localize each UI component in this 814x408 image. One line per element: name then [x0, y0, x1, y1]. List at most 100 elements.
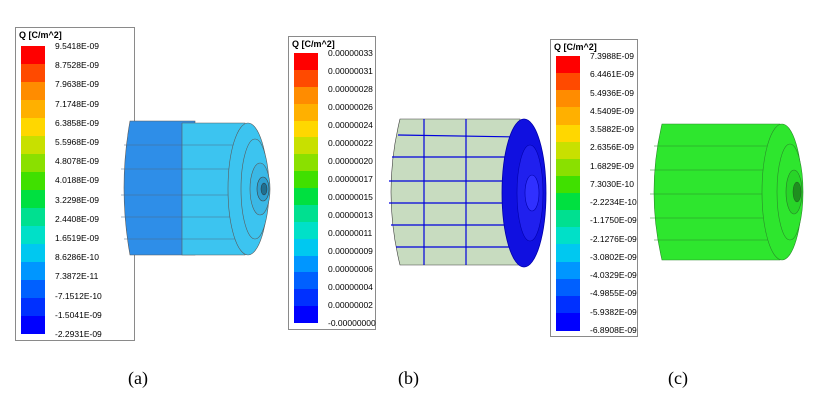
legend-label: 7.3872E-11	[55, 271, 99, 282]
legend-swatch	[21, 226, 45, 244]
legend-label: 0.00000011	[328, 228, 373, 238]
legend-label: -4.9855E-09	[590, 288, 637, 299]
legend-swatch	[294, 53, 318, 70]
legend-label: 1.6519E-09	[55, 233, 99, 243]
legend-label: 0.00000009	[328, 246, 373, 256]
panel-a: Q [C/m^2] 9.5418E-09 8.7528E-09 7.9638E-09…	[0, 0, 290, 408]
legend-swatch	[294, 86, 318, 104]
legend-swatch	[556, 175, 580, 194]
legend-label: 0.00000024	[328, 120, 373, 130]
legend-swatch	[21, 208, 45, 226]
cylinder-model-c	[650, 123, 804, 261]
legend-swatch	[21, 190, 45, 208]
legend-label: 2.4408E-09	[55, 213, 99, 224]
legend-swatch	[294, 204, 318, 222]
legend-label: 0.00000015	[328, 192, 373, 202]
legend-swatch	[556, 244, 580, 263]
legend-label: 7.1748E-09	[55, 98, 99, 109]
legend-swatch	[21, 316, 45, 334]
legend-label: 0.00000022	[328, 138, 373, 148]
legend-label: -7.1512E-10	[55, 290, 102, 301]
legend-swatch	[21, 82, 45, 100]
legend-label: 0.00000031	[328, 66, 373, 76]
legend-swatch	[21, 100, 45, 118]
legend-label: 0.00000004	[328, 282, 373, 292]
caption-a: (a)	[128, 368, 148, 388]
legend-label: 0.00000020	[328, 156, 373, 166]
cylinder-model-b	[389, 118, 547, 268]
legend-swatch	[21, 154, 45, 172]
legend-swatch	[294, 171, 318, 189]
legend-swatch	[556, 56, 580, 74]
legend-label: 7.3988E-09	[590, 51, 634, 61]
legend-label: 5.4936E-09	[590, 87, 634, 98]
legend-swatch	[21, 280, 45, 298]
legend-swatch	[294, 188, 318, 205]
legend-label: -1.5041E-09	[55, 309, 102, 320]
legend-swatch	[556, 295, 580, 314]
legend-label: 0.00000002	[328, 300, 373, 310]
legend-label: 3.5882E-09	[590, 124, 634, 135]
legend-swatch	[21, 298, 45, 316]
legend-swatch	[21, 244, 45, 262]
legend-swatch	[556, 90, 580, 109]
legend-label: 9.5418E-09	[55, 41, 99, 51]
legend-label: 0.00000026	[328, 102, 373, 112]
legend-label: -0.00000000	[328, 318, 376, 328]
legend-swatch	[294, 238, 318, 256]
legend-label: 8.6286E-10	[55, 252, 99, 263]
legend-label: 5.5968E-09	[55, 137, 99, 147]
legend-swatch	[294, 103, 318, 121]
panel-c: Q [C/m^2] 7.3988E-09 6.4461E-09 5.4936E-09…	[540, 0, 814, 408]
legend-label: 0.00000013	[328, 210, 373, 220]
legend-label: 4.5409E-09	[590, 105, 634, 116]
legend-label: 0.00000017	[328, 174, 373, 184]
legend-swatch	[21, 136, 45, 154]
legend-title: Q [C/m^2]	[19, 30, 62, 40]
legend-label: 6.4461E-09	[590, 69, 634, 80]
legend-swatch	[294, 137, 318, 155]
legend-swatch	[556, 73, 580, 92]
legend-swatch	[556, 141, 580, 160]
legend-label: -1.1750E-09	[590, 215, 637, 226]
legend-title: Q [C/m^2]	[292, 39, 335, 49]
legend-label: -4.0329E-09	[590, 270, 637, 281]
legend-label: -6.8908E-09	[590, 325, 637, 335]
legend-swatch	[294, 306, 318, 324]
legend-swatch	[294, 221, 318, 239]
legend-label: -3.0802E-09	[590, 251, 637, 262]
legend-label: 4.8078E-09	[55, 156, 99, 167]
legend-label: -2.2234E-10	[590, 197, 637, 208]
color-scale: 9.5418E-09 8.7528E-09 7.9638E-09 7.1748E-09…	[21, 41, 102, 339]
color-scale: 7.3988E-09 6.4461E-09 5.4936E-09 4.5409E-09…	[556, 51, 637, 335]
legend-swatch	[556, 312, 580, 331]
legend-swatch	[294, 69, 318, 87]
legend-label: 0.00000033	[328, 48, 373, 58]
legend-swatch	[556, 227, 580, 246]
legend-swatch	[556, 107, 580, 126]
caption-c: (c)	[668, 368, 688, 388]
cylinder-model-a	[121, 120, 271, 256]
legend-label: 3.2298E-09	[55, 194, 99, 205]
legend-swatch	[556, 193, 580, 211]
legend-label: 0.00000006	[328, 264, 373, 274]
legend-label: 4.0188E-09	[55, 175, 99, 186]
legend-swatch	[21, 172, 45, 190]
legend-label: 1.6829E-09	[590, 160, 634, 171]
legend-title: Q [C/m^2]	[554, 42, 597, 52]
legend-label: 7.9638E-09	[55, 79, 99, 90]
legend-swatch	[294, 120, 318, 138]
legend-label: 7.3030E-10	[590, 178, 634, 189]
legend-label: 8.7528E-09	[55, 60, 99, 71]
legend-swatch	[294, 154, 318, 172]
caption-b: (b)	[398, 368, 419, 388]
legend-a: Q [C/m^2] 9.5418E-09 8.7528E-09 7.9638E-09…	[15, 27, 135, 341]
legend-swatch	[294, 289, 318, 307]
legend-swatch	[556, 261, 580, 280]
legend-label: -2.1276E-09	[590, 233, 637, 244]
legend-label: -5.9382E-09	[590, 306, 637, 317]
legend-label: 6.3858E-09	[55, 117, 99, 128]
legend-swatch	[21, 64, 45, 82]
